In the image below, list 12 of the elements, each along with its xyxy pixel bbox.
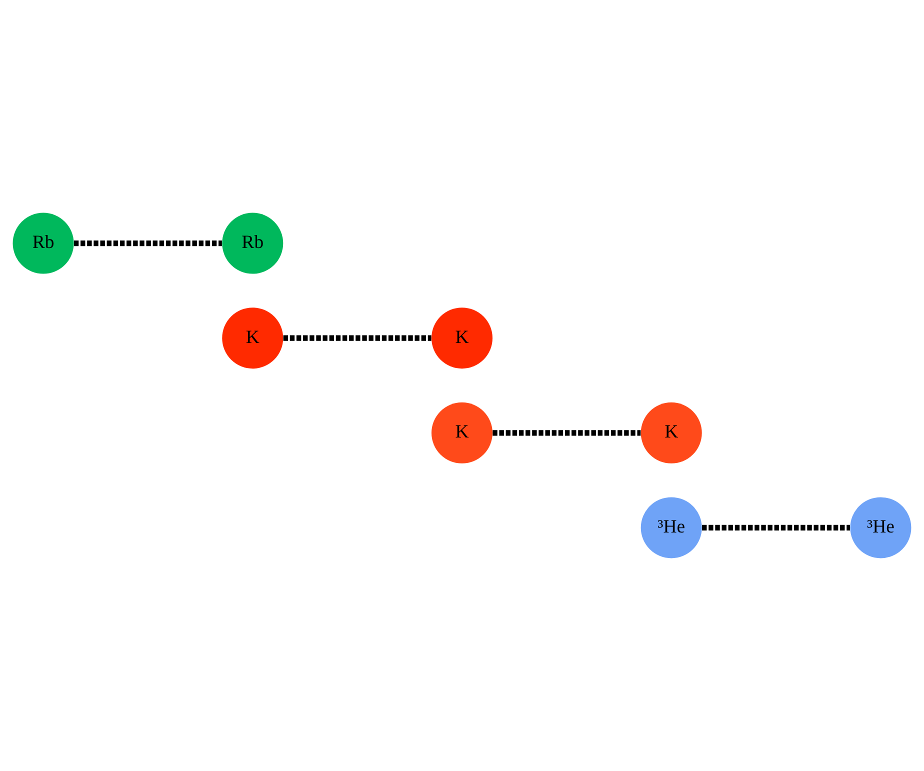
node-circle: K — [222, 308, 284, 369]
connector — [74, 240, 222, 246]
node-circle: K — [640, 402, 702, 464]
node-circle: Rb — [222, 212, 284, 274]
node-circle: K — [432, 308, 492, 369]
connector — [283, 335, 432, 341]
connector — [492, 430, 641, 436]
node-circle: Rb — [12, 212, 74, 274]
node-circle: K — [432, 402, 492, 464]
node-circle: ³He — [640, 497, 702, 558]
connector — [702, 524, 850, 531]
node-circle: ³He — [850, 497, 912, 558]
